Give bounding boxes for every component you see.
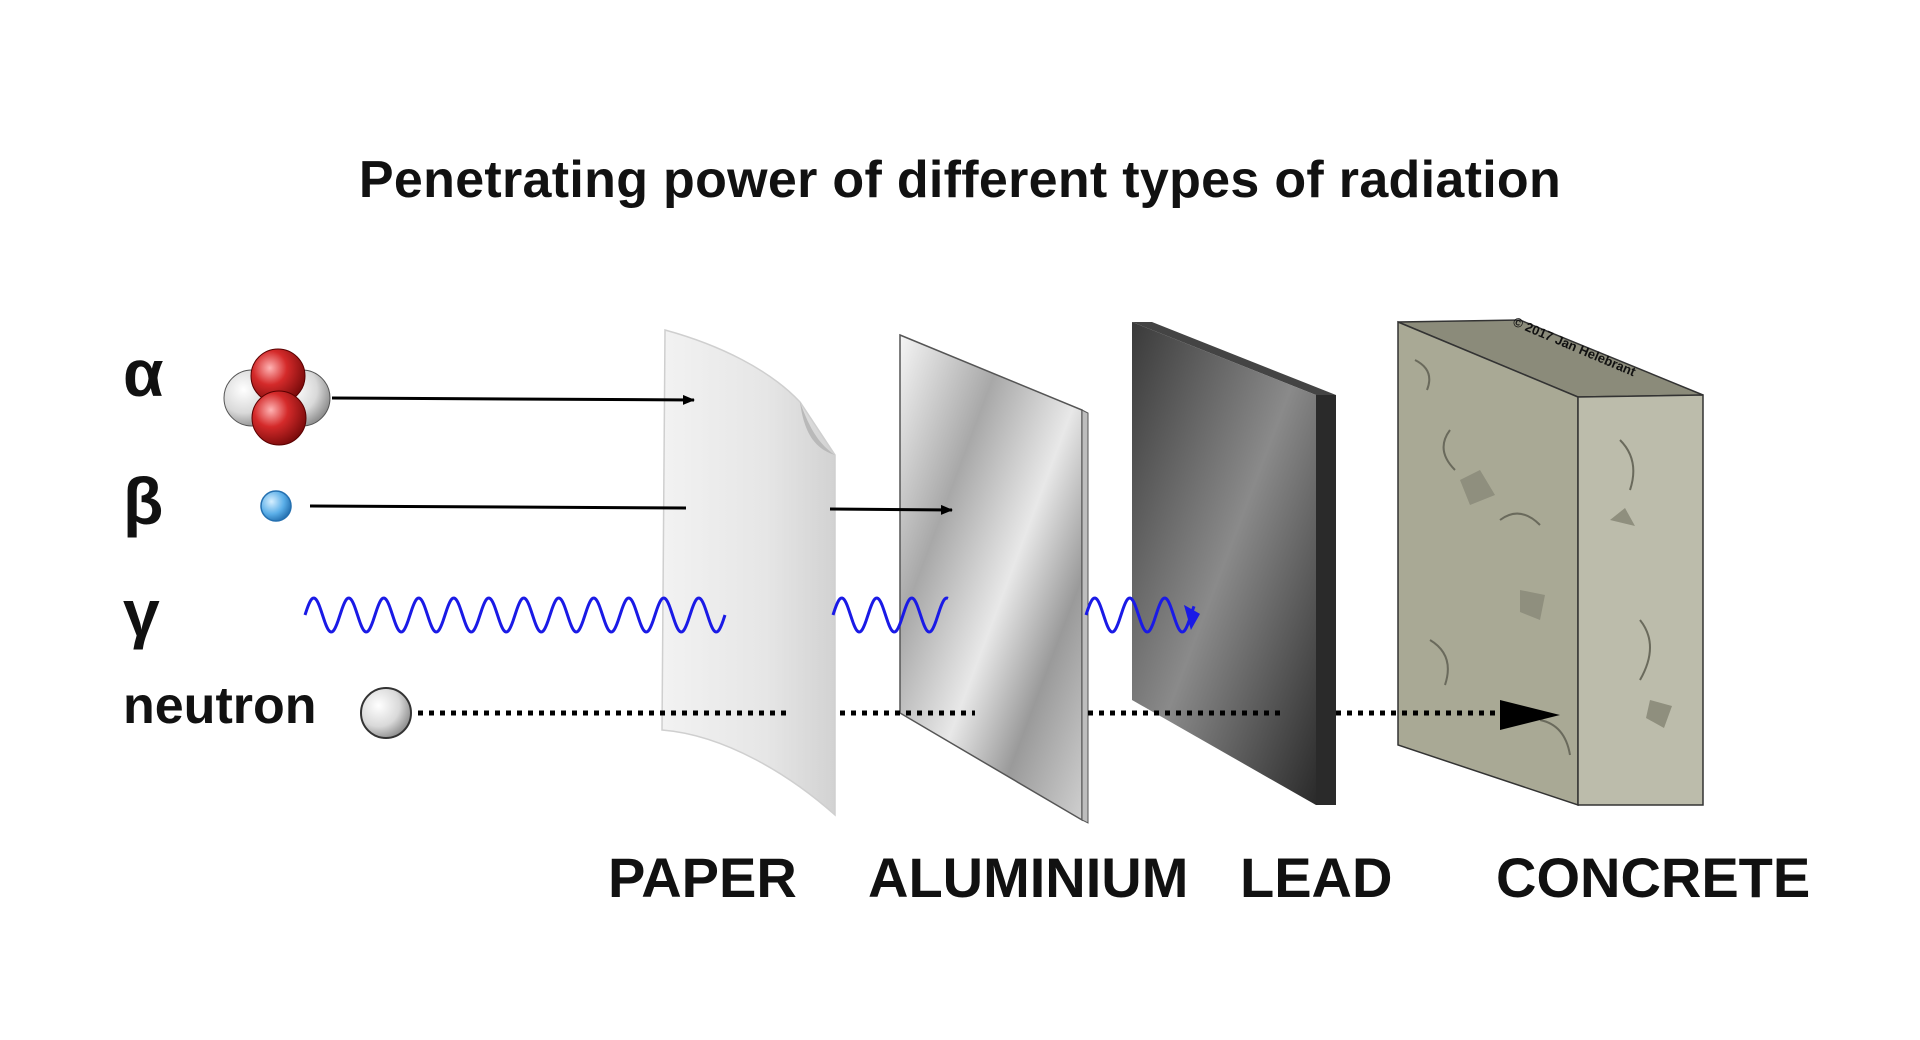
neutron-particle <box>360 687 412 739</box>
alpha-arrow <box>331 394 695 405</box>
gamma-label: γ <box>123 576 160 650</box>
neutron-arrowhead <box>1500 700 1560 730</box>
beta-particle <box>260 490 292 522</box>
lead-block <box>1132 322 1336 805</box>
label-lead: LEAD <box>1240 846 1393 909</box>
aluminium-plate <box>899 333 1089 824</box>
concrete-block: © 2017 Jan Helebrant <box>1397 314 1704 807</box>
label-aluminium: ALUMINIUM <box>868 846 1189 909</box>
label-paper: PAPER <box>608 846 797 909</box>
paper-sheet <box>661 329 836 817</box>
label-concrete: CONCRETE <box>1496 846 1811 909</box>
alpha-label: α <box>123 336 164 410</box>
gamma-arrowhead <box>1183 604 1200 630</box>
beta-label: β <box>123 464 164 538</box>
beta-arrow-after-paper <box>829 504 953 515</box>
alpha-particle <box>223 348 331 446</box>
page-title: Penetrating power of different types of … <box>358 151 1562 209</box>
beta-arrow-before-paper <box>309 504 687 510</box>
neutron-label: neutron <box>123 677 317 735</box>
gamma-wave <box>303 596 1196 634</box>
